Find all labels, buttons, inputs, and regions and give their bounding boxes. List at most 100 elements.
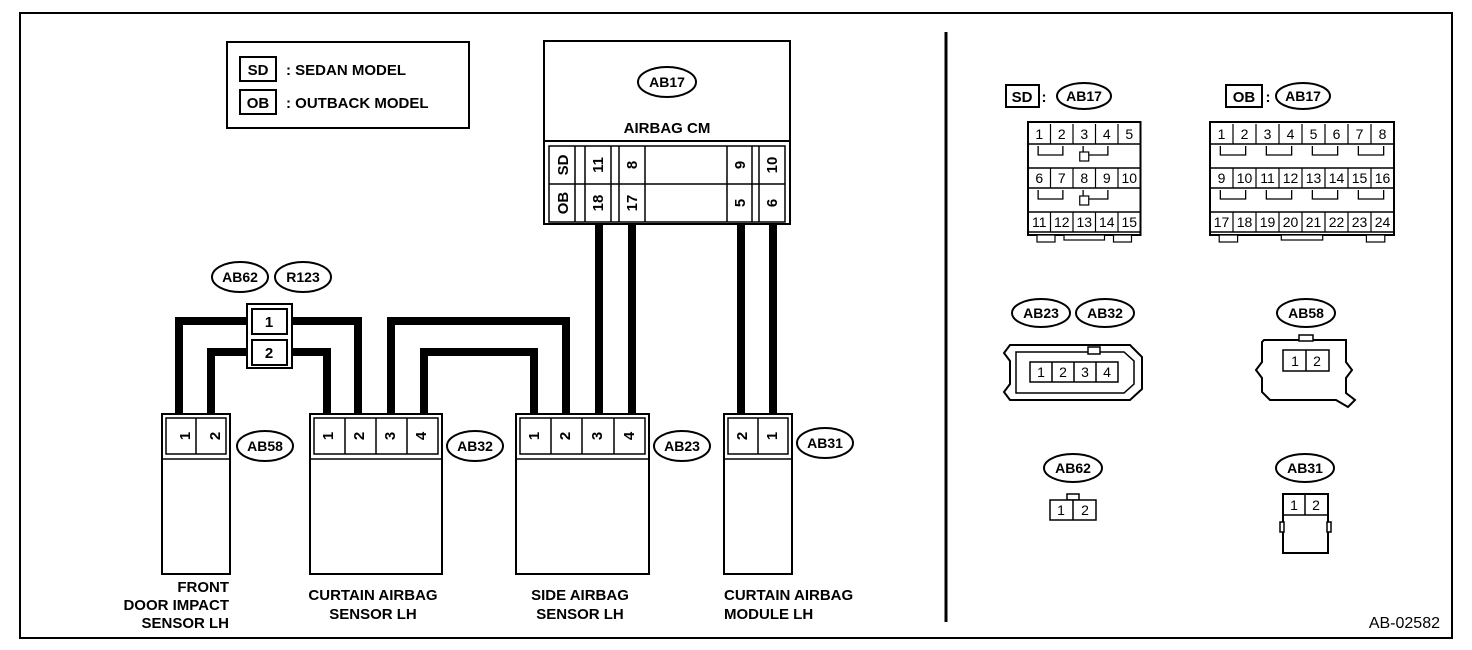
airbag-cm-connector-tag xyxy=(637,66,697,98)
legend-sd-code: SD xyxy=(248,62,269,79)
airbag-cm-pin-ob-18: 18 xyxy=(590,195,607,212)
view-sd-connector: AB17 xyxy=(1066,88,1102,104)
ab32-pin-3: 3 xyxy=(382,432,399,440)
view-ob-ab17-pin-20: 20 xyxy=(1283,214,1299,230)
legend: SD : SEDAN MODEL OB : OUTBACK MODEL xyxy=(226,41,470,129)
view-ob-ab17-pin-22: 22 xyxy=(1329,214,1345,230)
component-ab31: 2 1 AB31 CURTAIN AIRBAG MODULE LH xyxy=(723,413,854,623)
ab23-pin-2: 2 xyxy=(557,432,574,440)
view-ab23-ab32: AB23 AB32 1 2 3 4 xyxy=(1002,298,1143,401)
view-ob-ab17-pin-18: 18 xyxy=(1237,214,1253,230)
wire-ab58-1-to-joint-1 xyxy=(175,317,249,416)
view-ob-ab17-pin-19: 19 xyxy=(1260,214,1276,230)
airbag-cm-pin-sd-10: 10 xyxy=(764,157,781,174)
airbag-cm-pin-sd-8: 8 xyxy=(624,161,641,169)
view-sd-ab17-pin-15: 15 xyxy=(1121,214,1137,230)
view-ob-ab17-pin-13: 13 xyxy=(1306,170,1322,186)
ab32-name-line1: CURTAIN AIRBAG xyxy=(308,587,437,604)
ab32-name-line2: SENSOR LH xyxy=(329,606,417,623)
view-sd-ab17-pin-5: 5 xyxy=(1125,126,1133,142)
view-sd-ab17-pin-6: 6 xyxy=(1035,170,1043,186)
view-ob-ab17-pin-2: 2 xyxy=(1241,126,1249,142)
legend-ob-code: OB xyxy=(247,95,270,112)
ab32-pin-2: 2 xyxy=(351,432,368,440)
ab32-tag: AB32 xyxy=(457,438,493,454)
view-ab31-pin-2: 2 xyxy=(1312,497,1320,513)
airbag-cm-pin-ob-6: 6 xyxy=(764,199,781,207)
view-ob-separator: : xyxy=(1266,89,1271,106)
ab31-name-line2: MODULE LH xyxy=(724,606,813,623)
airbag-cm-connector-label: AB17 xyxy=(649,74,685,90)
view-ob-ab17-pin-1: 1 xyxy=(1218,126,1226,142)
view-sd-ab17-pin-8: 8 xyxy=(1080,170,1088,186)
wire-harness xyxy=(175,224,777,416)
wire-joint-2-to-ab32-1 xyxy=(291,348,331,416)
ab58-tag: AB58 xyxy=(247,438,283,454)
view-ab62-pin-2: 2 xyxy=(1081,502,1089,518)
legend-sd-text: : SEDAN MODEL xyxy=(286,62,406,79)
view-ob-ab17-pin-8: 8 xyxy=(1379,126,1387,142)
ab32-pin-1: 1 xyxy=(320,432,337,440)
ab58-name-line3: SENSOR LH xyxy=(141,615,229,632)
view-ob-ab17-pin-16: 16 xyxy=(1375,170,1391,186)
airbag-cm-pin-ob-5: 5 xyxy=(732,199,749,207)
view-sd-ab17-pin-7: 7 xyxy=(1058,170,1066,186)
airbag-cm: AB17 AIRBAG CM SD 11 8 9 10 OB 18 17 5 6 xyxy=(543,40,791,225)
view-ob-ab17-pin-4: 4 xyxy=(1287,126,1295,142)
ab23-pin-3: 3 xyxy=(589,432,606,440)
view-ab23-pin-3: 3 xyxy=(1081,364,1089,380)
view-ab58-pin-2: 2 xyxy=(1313,353,1321,369)
ab58-pin-2: 2 xyxy=(207,432,224,440)
outer-frame xyxy=(19,12,1453,639)
view-ob-ab17-pin-7: 7 xyxy=(1356,126,1364,142)
view-ob-ab17-pin-14: 14 xyxy=(1329,170,1345,186)
legend-ob-text: : OUTBACK MODEL xyxy=(286,95,429,112)
view-ob-ab17-pin-23: 23 xyxy=(1352,214,1368,230)
view-ob-ab17-pin-9: 9 xyxy=(1218,170,1226,186)
ab23-pin-1: 1 xyxy=(526,432,543,440)
view-ab31: AB31 1 2 xyxy=(1275,453,1335,554)
view-sd-ab17-pin-9: 9 xyxy=(1103,170,1111,186)
airbag-cm-row-ob-label: OB xyxy=(555,192,572,215)
ab58-name-line2: DOOR IMPACT xyxy=(123,597,229,614)
joint-connector: AB62 R123 1 2 xyxy=(211,261,332,369)
joint-pin-2: 2 xyxy=(265,345,273,362)
ab23-pin-4: 4 xyxy=(621,431,638,440)
view-ab31-tag: AB31 xyxy=(1287,460,1323,476)
view-ab62-tag: AB62 xyxy=(1055,460,1091,476)
view-sd-ab17-pin-11: 11 xyxy=(1032,214,1047,230)
view-sd-ab17-header: SD : AB17 xyxy=(1005,82,1112,110)
ab32-pin-4: 4 xyxy=(413,431,430,440)
ab58-pin-1: 1 xyxy=(177,432,194,440)
view-ab58-tag: AB58 xyxy=(1288,305,1324,321)
view-sd-ab17-pin-1: 1 xyxy=(1035,126,1043,142)
view-ob-ab17-pin-6: 6 xyxy=(1333,126,1341,142)
view-ob-ab17-header: OB : AB17 xyxy=(1225,82,1331,110)
airbag-cm-pin-sd-11: 11 xyxy=(590,157,607,173)
airbag-cm-pin-sd-9: 9 xyxy=(732,161,749,169)
view-ob-ab17-pin-17: 17 xyxy=(1214,214,1230,230)
view-sd-ab17-body xyxy=(1027,121,1142,236)
view-ob-ab17-pin-21: 21 xyxy=(1306,214,1322,230)
view-ab62-pin-1: 1 xyxy=(1057,502,1065,518)
view-ob-connector: AB17 xyxy=(1285,88,1321,104)
component-ab23: 1 2 3 4 AB23 SIDE AIRBAG SENSOR LH xyxy=(515,413,711,623)
view-ab32-tag: AB32 xyxy=(1087,305,1123,321)
view-sd-ab17-pin-10: 10 xyxy=(1121,170,1137,186)
view-sd-separator: : xyxy=(1042,89,1047,106)
view-ob-ab17-pin-15: 15 xyxy=(1352,170,1368,186)
view-ab58: AB58 1 2 xyxy=(1254,298,1357,409)
view-ab23-pin-2: 2 xyxy=(1059,364,1067,380)
view-sd-ab17-pin-13: 13 xyxy=(1076,214,1092,230)
view-ab23-tag: AB23 xyxy=(1023,305,1059,321)
view-sd-ab17-pin-3: 3 xyxy=(1080,126,1088,142)
joint-pin-1: 1 xyxy=(265,314,273,331)
ab31-tag: AB31 xyxy=(807,435,843,451)
view-sd-ab17-pin-12: 12 xyxy=(1054,214,1070,230)
view-sd-ab17-pin-14: 14 xyxy=(1099,214,1115,230)
airbag-cm-name: AIRBAG CM xyxy=(624,120,711,137)
view-sd-ab17-pin-2: 2 xyxy=(1058,126,1066,142)
wire-ab32-3-to-ab23-2 xyxy=(387,317,570,416)
